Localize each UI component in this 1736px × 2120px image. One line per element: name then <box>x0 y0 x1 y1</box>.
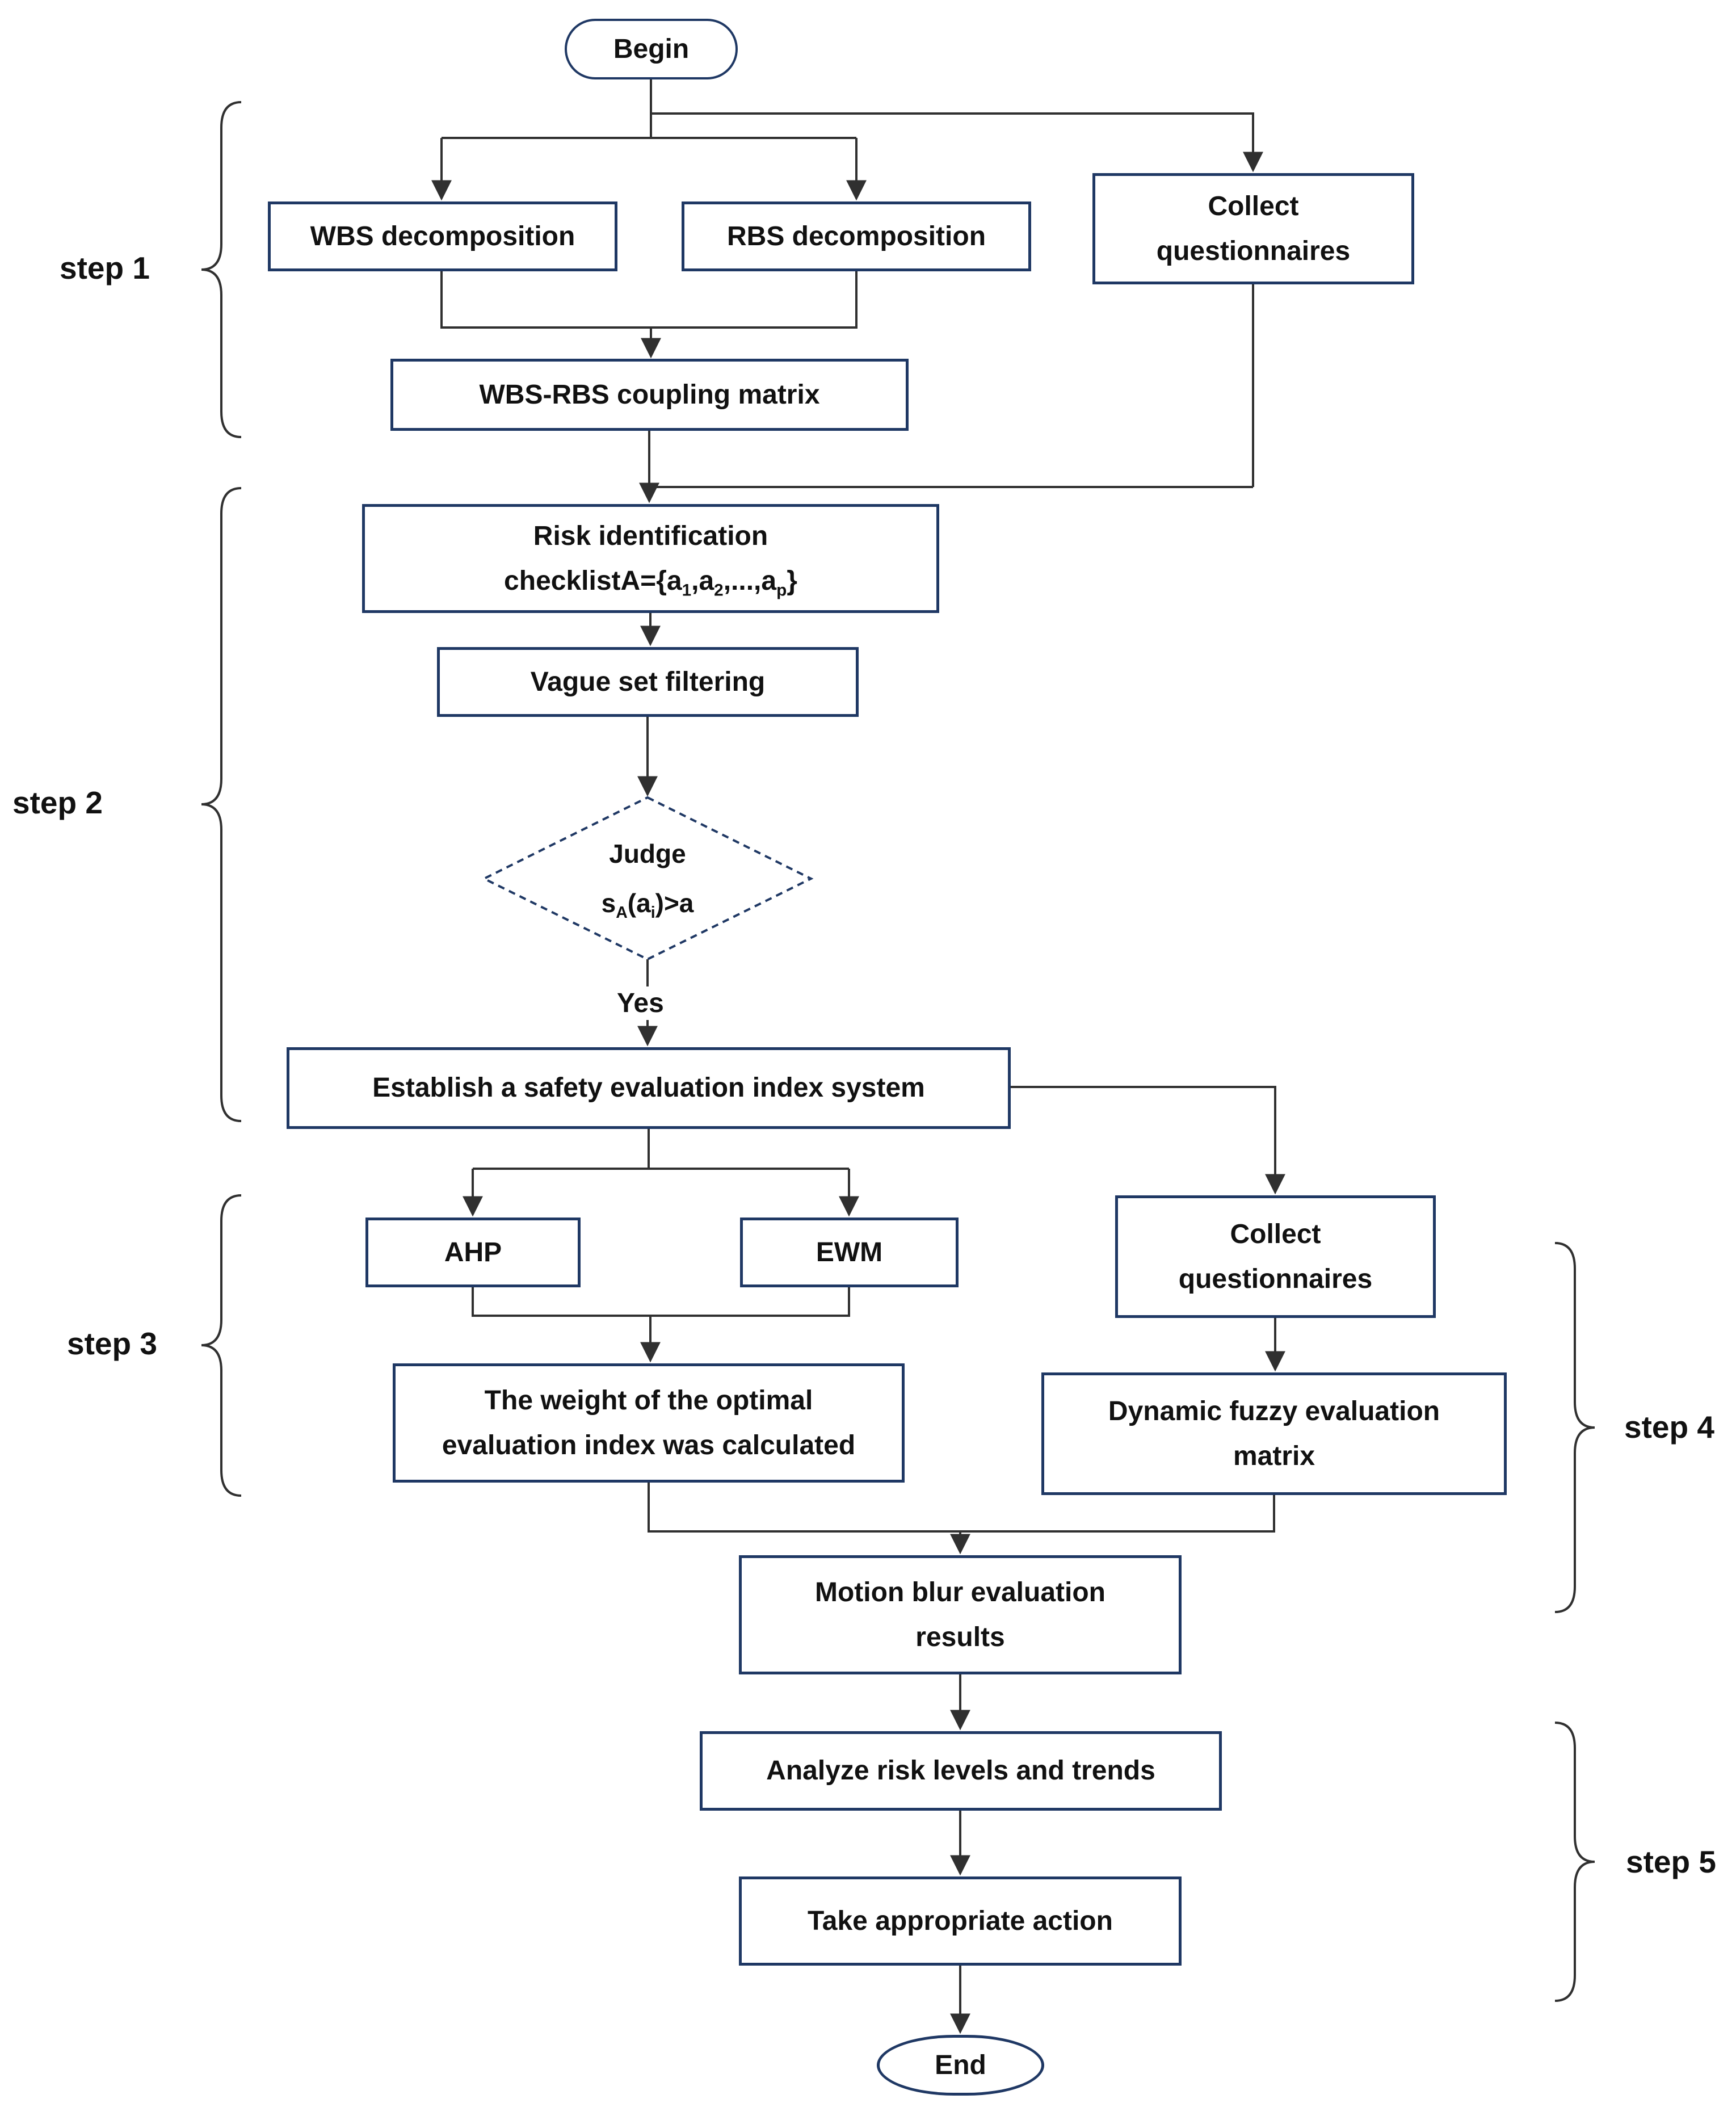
collect-questionnaires-mid-box: Collect questionnaires <box>1115 1195 1436 1318</box>
step5-label: step 5 <box>1626 1844 1716 1879</box>
establish-index-label: Establish a safety evaluation index syst… <box>372 1073 925 1103</box>
connector-establish-to-collect2 <box>1011 1086 1285 1195</box>
vague-set-filtering-box: Vague set filtering <box>437 647 859 717</box>
risk-identification-box: Risk identification checklistA={a1,a2,..… <box>362 504 939 613</box>
step1-brace <box>201 101 242 438</box>
wbs-rbs-coupling-matrix-box: WBS-RBS coupling matrix <box>390 359 909 431</box>
rbs-label: RBS decomposition <box>726 221 986 251</box>
ahp-box: AHP <box>365 1218 581 1287</box>
end-terminal: End <box>877 2035 1044 2096</box>
judge-diamond-shape <box>481 796 814 961</box>
connector-ahp-ewm-merge <box>472 1287 850 1317</box>
step4-label: step 4 <box>1624 1409 1714 1445</box>
step1-label: step 1 <box>60 250 150 286</box>
weight-calculated-box: The weight of the optimal evaluation ind… <box>393 1363 905 1483</box>
dynamic-fuzzy-label: Dynamic fuzzy evaluation matrix <box>1108 1396 1440 1471</box>
step5-brace <box>1554 1722 1595 2002</box>
analyze-risk-label: Analyze risk levels and trends <box>766 1756 1155 1786</box>
establish-index-box: Establish a safety evaluation index syst… <box>287 1047 1011 1129</box>
step3-brace <box>201 1194 242 1497</box>
step3-label: step 3 <box>67 1326 157 1361</box>
ewm-box: EWM <box>740 1218 959 1287</box>
judge-diamond-text: Judge sA(ai)>a <box>511 819 784 938</box>
step2-label: step 2 <box>12 785 103 820</box>
ewm-label: EWM <box>816 1237 883 1267</box>
analyze-risk-box: Analyze risk levels and trends <box>700 1731 1222 1811</box>
vague-set-filtering-label: Vague set filtering <box>530 666 766 697</box>
step2-brace <box>201 487 242 1122</box>
yes-branch-label: Yes <box>610 986 671 1020</box>
wbs-label: WBS decomposition <box>310 221 575 251</box>
collect-questionnaires-top-box: Collect questionnaires <box>1092 173 1414 284</box>
connector-begin-to-collect <box>651 112 1263 173</box>
collect-questionnaires-mid-label: Collect questionnaires <box>1178 1219 1373 1294</box>
take-action-label: Take appropriate action <box>808 1905 1113 1936</box>
end-label: End <box>935 2050 986 2080</box>
motion-blur-label: Motion blur evaluation results <box>815 1577 1106 1652</box>
dynamic-fuzzy-box: Dynamic fuzzy evaluation matrix <box>1041 1372 1507 1495</box>
motion-blur-box: Motion blur evaluation results <box>739 1555 1182 1674</box>
rbs-decomposition-box: RBS decomposition <box>682 201 1031 271</box>
take-action-box: Take appropriate action <box>739 1876 1182 1966</box>
risk-identification-label: Risk identification checklistA={a1,a2,..… <box>504 520 797 600</box>
collect-questionnaires-top-label: Collect questionnaires <box>1156 191 1351 266</box>
connector-wbs-rbs-merge <box>440 271 858 329</box>
begin-terminal: Begin <box>565 19 738 79</box>
coupling-matrix-label: WBS-RBS coupling matrix <box>479 379 820 410</box>
judge-label: Judge sA(ai)>a <box>601 838 694 922</box>
begin-label: Begin <box>613 33 690 64</box>
step4-brace <box>1554 1242 1595 1613</box>
weight-calculated-label: The weight of the optimal evaluation ind… <box>442 1385 856 1460</box>
wbs-decomposition-box: WBS decomposition <box>268 201 617 271</box>
ahp-label: AHP <box>444 1237 502 1267</box>
